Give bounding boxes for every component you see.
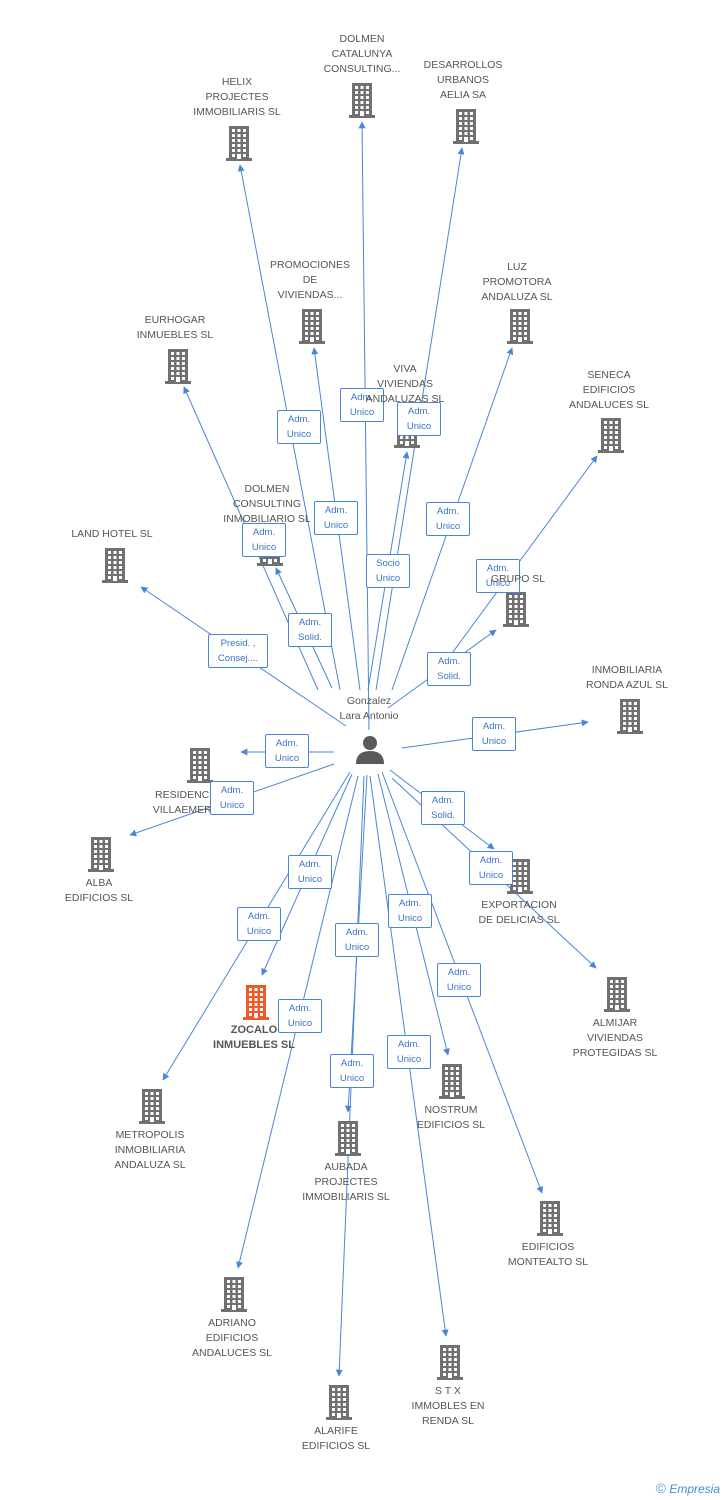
person-icon[interactable] [356,736,384,764]
role-badge: Adm. Unico [278,999,322,1033]
role-badge: Adm. Unico [437,963,481,997]
person-name[interactable]: Gonzalez Lara Antonio [339,695,399,722]
role-badge: Socio Unico [366,554,410,588]
company-label[interactable]: S T X IMMOBLES EN RENDA SL [411,1385,485,1427]
building-icon[interactable] [88,837,114,872]
company-label[interactable]: ALARIFE EDIFICIOS SL [301,1425,371,1452]
building-icon[interactable] [139,1089,165,1124]
role-badge: Adm. Unico [472,717,516,751]
company-label[interactable]: PROMOCIONES DE VIVIENDAS... [270,259,350,301]
building-icon[interactable] [507,309,533,344]
role-badge: Adm. Solid. [421,791,465,825]
company-label[interactable]: ZOCALO INMUEBLES SL [213,1024,295,1051]
relation-edge [358,121,370,731]
company-label[interactable]: VIVA VIVIENDAS ANDALUZAS SL [365,363,445,405]
company-label[interactable]: METROPOLIS INMOBILIARIA ANDALUZA SL [114,1129,186,1171]
building-icon[interactable] [437,1345,463,1380]
building-icon[interactable] [326,1385,352,1420]
role-badge: Adm. Unico [397,402,441,436]
role-badge: Adm. Unico [476,559,520,593]
role-badge: Adm. Unico [340,388,384,422]
company-label[interactable]: LAND HOTEL SL [71,528,153,540]
role-badge: Adm. Unico [277,410,321,444]
footer-brand[interactable]: © Empresia [656,1480,720,1496]
role-badge: Adm. Unico [388,894,432,928]
building-icon[interactable] [507,859,533,894]
company-label[interactable]: INMOBILIARIA RONDA AZUL SL [586,664,668,691]
building-icon[interactable] [617,699,643,734]
role-badge: Adm. Solid. [288,613,332,647]
building-icon[interactable] [243,985,269,1020]
company-label[interactable]: ADRIANO EDIFICIOS ANDALUCES SL [192,1317,272,1359]
building-icon[interactable] [604,977,630,1012]
role-badge: Adm. Unico [335,923,379,957]
building-icon[interactable] [335,1121,361,1156]
role-badge: Adm. Unico [330,1054,374,1088]
company-label[interactable]: AUBADA PROJECTES IMMOBILIARIS SL [302,1161,390,1203]
company-label[interactable]: SENECA EDIFICIOS ANDALUCES SL [569,369,649,411]
role-badge: Adm. Unico [210,781,254,815]
brand-name: Empresia [669,1482,720,1496]
company-label[interactable]: DOLMEN CONSULTING INMOBILIARIO SL [223,483,311,525]
role-badge: Adm. Unico [288,855,332,889]
role-badge: Adm. Unico [387,1035,431,1069]
role-badge: Adm. Solid. [427,652,471,686]
company-label[interactable]: EXPORTACION DE DELICIAS SL [478,899,560,926]
building-icon[interactable] [221,1277,247,1312]
company-label[interactable]: ALMIJAR VIVIENDAS PROTEGIDAS SL [572,1017,658,1059]
building-icon[interactable] [187,748,213,783]
role-badge: Adm. Unico [237,907,281,941]
building-icon[interactable] [226,126,252,161]
building-icon[interactable] [102,548,128,583]
building-icon[interactable] [299,309,325,344]
company-label[interactable]: RESIDENCIAL VILLAEMERITA [152,789,228,816]
company-label[interactable]: HELIX PROJECTES IMMOBILIARIS SL [193,76,281,118]
company-label[interactable]: DOLMEN CATALUNYA CONSULTING... [323,33,401,75]
company-label[interactable]: NOSTRUM EDIFICIOS SL [416,1104,486,1131]
role-badge: Presid. , Consej.... [208,634,268,668]
building-icon[interactable] [165,349,191,384]
building-icon[interactable] [537,1201,563,1236]
building-icon[interactable] [349,83,375,118]
building-icon[interactable] [439,1064,465,1099]
company-label[interactable]: EDIFICIOS MONTEALTO SL [507,1241,589,1268]
building-icon[interactable] [598,418,624,453]
building-icon[interactable] [503,592,529,627]
role-badge: Adm. Unico [242,523,286,557]
company-label[interactable]: GRUPO SL [490,573,546,585]
building-icon[interactable] [453,109,479,144]
copyright-symbol: © [655,1480,666,1496]
role-badge: Adm. Unico [469,851,513,885]
role-badge: Adm. Unico [426,502,470,536]
role-badge: Adm. Unico [265,734,309,768]
company-label[interactable]: DESARROLLOS URBANOS AELIA SA [423,59,503,101]
company-label[interactable]: ALBA EDIFICIOS SL [64,877,134,904]
role-badge: Adm. Unico [314,501,358,535]
company-label[interactable]: LUZ PROMOTORA ANDALUZA SL [481,261,553,303]
company-label[interactable]: EURHOGAR INMUEBLES SL [136,314,214,341]
